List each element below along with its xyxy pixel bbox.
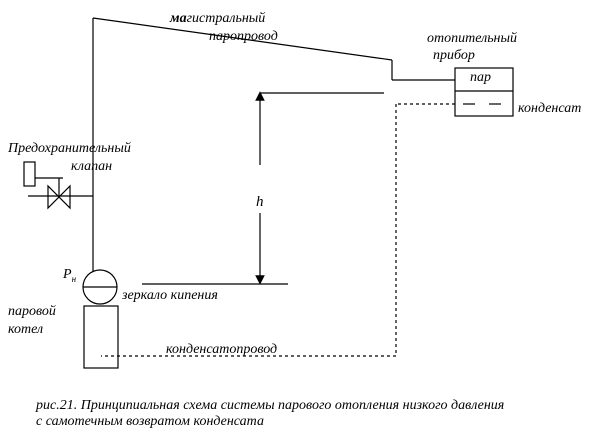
boiler-body <box>83 305 119 369</box>
height-label: h <box>256 194 264 210</box>
main-line-label-a: ма <box>170 11 187 26</box>
valve-body <box>47 184 71 210</box>
valve-weight <box>23 161 36 187</box>
heater-label-2: прибор <box>433 48 475 63</box>
boiler-label-2: котел <box>8 322 44 337</box>
valve-label-1: Предохранительный <box>8 141 131 156</box>
steam-label: пар <box>470 70 491 85</box>
pressure-symbol: P <box>63 267 72 282</box>
heater-label-1: отопительный <box>427 31 517 46</box>
boiler-label-1: паровой <box>8 304 56 319</box>
valve-label-2: клапан <box>71 159 113 174</box>
caption-line-2: с самотечным возвратом конденсата <box>36 414 264 429</box>
condensate-label: конденсат <box>518 101 582 116</box>
caption-line-1: рис.21. Принципиальная схема системы пар… <box>36 398 505 413</box>
figure-caption: рис.21. Принципиальная схема системы пар… <box>36 398 596 430</box>
pressure-subscript: н <box>71 273 77 284</box>
main-line-label-b: гистральный <box>186 11 266 26</box>
condensate-line-label: конденсатопровод <box>166 342 278 357</box>
pressure-label: Pн <box>63 267 76 287</box>
main-line-label-2: паропровод <box>209 29 278 44</box>
heater-box <box>454 67 514 117</box>
main-steam-line <box>92 17 393 61</box>
mirror-label: зеркало кипения <box>122 288 218 303</box>
main-line-label: магистральный <box>170 11 265 26</box>
